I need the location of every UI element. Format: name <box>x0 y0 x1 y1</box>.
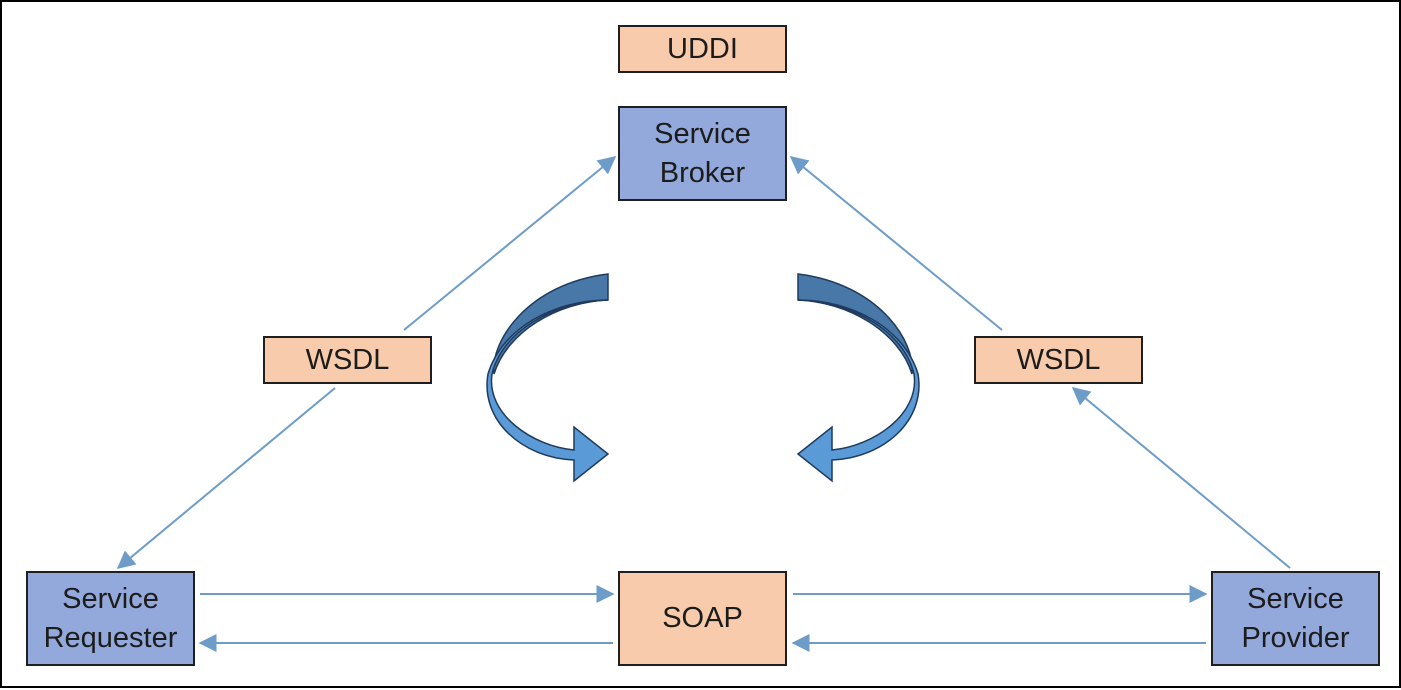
connector-wsdl-right-to-broker <box>789 156 1003 331</box>
service-provider-box: Service Provider <box>1211 571 1380 666</box>
service-broker-box: Service Broker <box>618 106 787 201</box>
wsdl-left-label: WSDL <box>263 336 432 384</box>
cycle-arrow-right <box>796 273 920 483</box>
connector-wsdl-left-to-broker <box>403 156 617 331</box>
service-requester-box: Service Requester <box>26 571 195 666</box>
cycle-arrow-left <box>486 273 610 483</box>
connector-provider-to-wsdl-right <box>1071 387 1291 569</box>
connector-wsdl-left-to-requester <box>116 387 336 569</box>
wsdl-right-label: WSDL <box>974 336 1143 384</box>
uddi-label: UDDI <box>618 25 787 73</box>
soap-box: SOAP <box>618 571 787 666</box>
